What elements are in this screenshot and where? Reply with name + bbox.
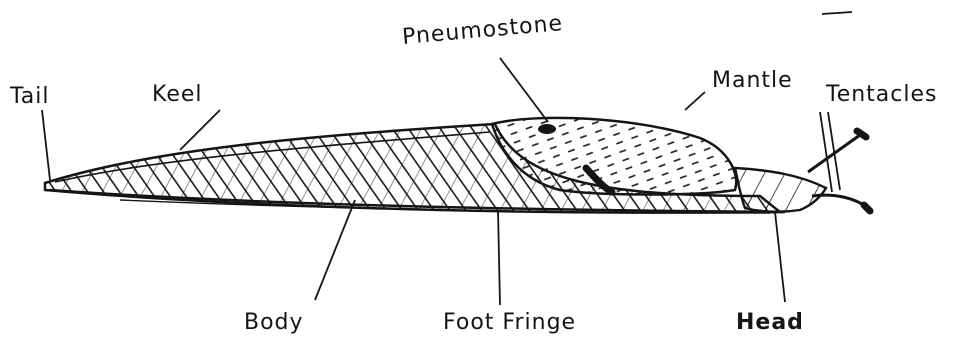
leader-mantle bbox=[685, 92, 705, 110]
label-tail: Tail bbox=[10, 86, 50, 108]
label-head: Head bbox=[736, 312, 804, 334]
leader-foot-fringe bbox=[498, 210, 500, 305]
label-keel: Keel bbox=[152, 84, 203, 106]
corner-mark bbox=[822, 12, 852, 14]
leader-head bbox=[775, 212, 785, 302]
label-tentacles: Tentacles bbox=[826, 84, 938, 106]
leader-keel bbox=[180, 110, 220, 150]
leader-pneumostone bbox=[500, 58, 548, 122]
label-foot-fringe: Foot Fringe bbox=[443, 312, 576, 334]
head-shape bbox=[735, 131, 870, 212]
leader-tail bbox=[42, 110, 50, 180]
label-body: Body bbox=[244, 312, 304, 334]
leader-body bbox=[315, 200, 355, 300]
label-mantle: Mantle bbox=[712, 70, 793, 92]
